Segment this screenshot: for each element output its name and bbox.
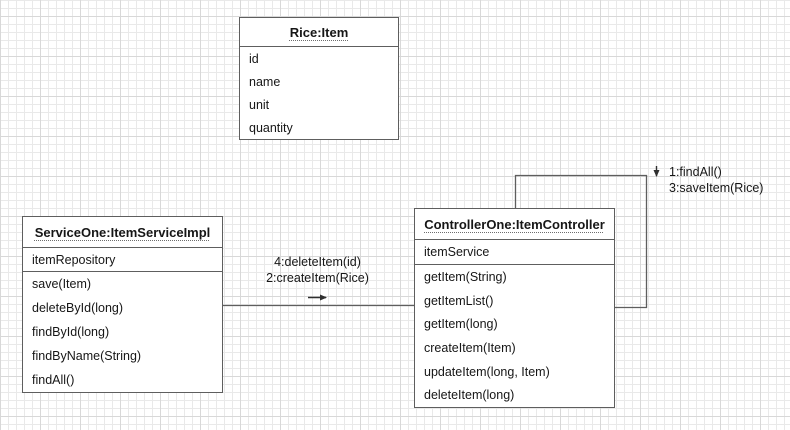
uml-object-serviceone[interactable]: ServiceOne:ItemServiceImpl itemRepositor…: [22, 216, 223, 393]
object-title-text: ControllerOne:ItemController: [424, 216, 605, 232]
message-label: 4:deleteItem(id): [274, 255, 361, 269]
field-row: quantity: [249, 120, 293, 135]
attribute-row: itemService: [415, 240, 614, 265]
object-title-text: ServiceOne:ItemServiceImpl: [34, 224, 211, 240]
method-row: getItem(long): [424, 317, 498, 332]
method-row: save(Item): [32, 277, 92, 291]
object-title: ControllerOne:ItemController: [415, 209, 614, 240]
method-row: getItem(String): [424, 269, 507, 284]
method-row: findById(long): [32, 325, 110, 339]
uml-object-controllerone[interactable]: ControllerOne:ItemController itemService…: [414, 208, 615, 408]
message-label: 3:saveItem(Rice): [669, 181, 764, 195]
method-row: updateItem(long, Item): [424, 364, 550, 379]
field-row: name: [249, 74, 281, 89]
object-title-text: Rice:Item: [289, 24, 349, 40]
field-row: id: [249, 51, 259, 66]
method-row: deleteItem(long): [424, 388, 515, 403]
method-row: deleteById(long): [32, 301, 124, 315]
method-row: findAll(): [32, 373, 75, 387]
message-label: 2:createItem(Rice): [266, 271, 369, 285]
method-row: findByName(String): [32, 349, 142, 363]
edge-label-service-link[interactable]: 4:deleteItem(id) 2:createItem(Rice): [240, 254, 395, 286]
method-row: createItem(Item): [424, 340, 516, 355]
uml-object-rice-item[interactable]: Rice:Item id name unit quantity: [239, 17, 399, 140]
message-label: 1:findAll(): [669, 165, 722, 179]
field-row: unit: [249, 97, 270, 112]
edge-label-loop-link[interactable]: 1:findAll() 3:saveItem(Rice): [669, 164, 763, 196]
method-row: getItemList(): [424, 293, 494, 308]
attribute-row: itemRepository: [23, 248, 222, 272]
object-title: Rice:Item: [240, 18, 398, 47]
fields-compartment: id name unit quantity: [240, 47, 398, 139]
object-title: ServiceOne:ItemServiceImpl: [23, 217, 222, 248]
methods-compartment: getItem(String) getItemList() getItem(lo…: [415, 265, 614, 407]
methods-compartment: save(Item) deleteById(long) findById(lon…: [23, 272, 222, 392]
